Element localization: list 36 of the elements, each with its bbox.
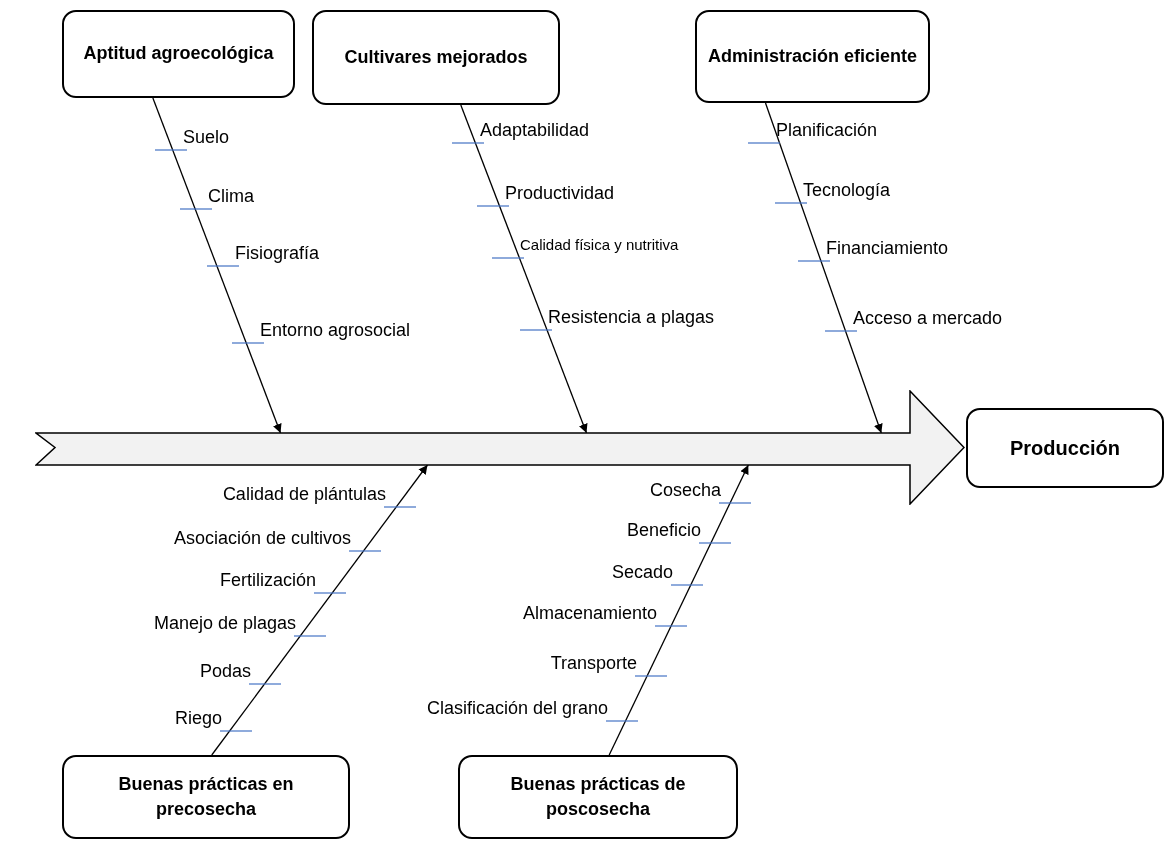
sub-cause-label: Financiamiento bbox=[826, 237, 949, 260]
spine-arrow bbox=[35, 390, 965, 505]
sub-cause-label: Podas bbox=[199, 660, 251, 683]
sub-cause-label: Riego bbox=[174, 707, 222, 730]
cause-box: Buenas prácticas en precosecha bbox=[62, 755, 350, 839]
sub-cause-label: Suelo bbox=[183, 126, 230, 149]
sub-cause-label: Clima bbox=[208, 185, 254, 208]
sub-cause-label: Acceso a mercado bbox=[853, 307, 1003, 330]
sub-cause-label: Beneficio bbox=[626, 519, 701, 542]
cause-box: Aptitud agroecológica bbox=[62, 10, 295, 98]
sub-cause-label: Clasificación del grano bbox=[426, 697, 608, 720]
sub-cause-label: Fertilización bbox=[219, 569, 316, 592]
sub-cause-label: Manejo de plagas bbox=[153, 612, 296, 635]
sub-cause-label: Adaptabilidad bbox=[480, 119, 590, 142]
sub-cause-label: Fisiografía bbox=[235, 242, 320, 265]
cause-box: Cultivares mejorados bbox=[312, 10, 560, 105]
sub-cause-label: Productividad bbox=[505, 182, 615, 205]
sub-cause-label: Calidad de plántulas bbox=[222, 483, 386, 506]
sub-cause-label: Resistencia a plagas bbox=[548, 306, 715, 329]
sub-cause-label: Planificación bbox=[776, 119, 878, 142]
arrow bbox=[764, 102, 883, 434]
cause-box: Buenas prácticas de poscosecha bbox=[458, 755, 738, 839]
sub-cause-label: Entorno agrosocial bbox=[260, 319, 411, 342]
effect-box: Producción bbox=[966, 408, 1164, 488]
sub-cause-label: Secado bbox=[611, 561, 673, 584]
arrow bbox=[152, 97, 282, 434]
sub-cause-label: Asociación de cultivos bbox=[173, 527, 351, 550]
arrow bbox=[211, 464, 429, 756]
cause-box: Administración eficiente bbox=[695, 10, 930, 103]
arrow bbox=[460, 104, 588, 434]
sub-cause-label: Almacenamiento bbox=[522, 602, 657, 625]
sub-cause-label: Calidad física y nutritiva bbox=[520, 235, 679, 255]
arrow bbox=[608, 464, 749, 756]
sub-cause-label: Cosecha bbox=[649, 479, 721, 502]
sub-cause-label: Transporte bbox=[550, 652, 637, 675]
sub-cause-label: Tecnología bbox=[803, 179, 891, 202]
